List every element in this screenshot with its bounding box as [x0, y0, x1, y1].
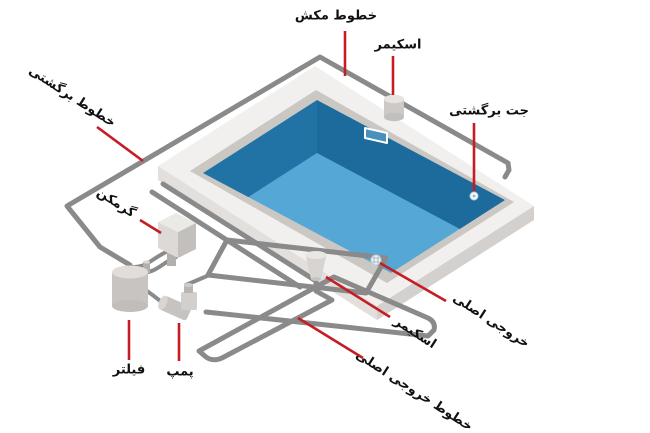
- skimmer-base: [384, 112, 404, 122]
- skimmer-body: [384, 99, 404, 117]
- heater-top: [158, 213, 196, 232]
- filter-top: [112, 265, 148, 279]
- heater-unit: [158, 213, 196, 266]
- return-jet-fitting: [469, 191, 479, 201]
- label-filter: فیلتر: [112, 362, 146, 378]
- heater-side: [178, 223, 196, 258]
- leader-main-outlet-lines: [297, 316, 364, 360]
- filter-bottom: [112, 300, 148, 312]
- leader-skimmer-bottom: [325, 275, 391, 319]
- heater-front: [158, 222, 178, 258]
- main-outlet-zigzag-pipe: [196, 274, 437, 363]
- funnel-outlet: [311, 277, 321, 281]
- main-drain-fitting: [370, 254, 382, 266]
- underdeck-pipe-1: [160, 181, 319, 284]
- pipes: [64, 54, 512, 363]
- skimmer-funnel-bottom: [305, 251, 327, 281]
- heater-connector: [167, 252, 176, 266]
- return-line-pipe: [64, 54, 512, 268]
- leader-heater: [139, 218, 162, 235]
- pump-motor-cap: [158, 295, 168, 310]
- filter-tank: [112, 260, 150, 312]
- pump-unit: [158, 283, 197, 321]
- label-suction-lines: خطوط مکش: [294, 8, 378, 24]
- label-pump: پمپ: [166, 364, 194, 380]
- pool-wall-northeast: [317, 100, 505, 253]
- pump-flange: [184, 285, 193, 293]
- leader-lines: [96, 31, 476, 361]
- pump-motor: [159, 296, 192, 321]
- funnel-body: [305, 255, 327, 279]
- leader-main-outlet: [379, 261, 447, 303]
- skimmer-housing-top: [384, 94, 404, 122]
- funnel-mouth: [305, 251, 327, 259]
- label-return-jet: جت برگشتی: [449, 103, 529, 119]
- deck-side-southeast: [377, 206, 534, 320]
- skimmer-lid: [384, 94, 404, 104]
- filter-valve: [143, 262, 150, 273]
- leader-return-lines: [96, 125, 144, 163]
- label-skimmer-top: اسکیمر: [374, 37, 422, 53]
- pump-head: [181, 292, 197, 310]
- skimmer-wall-opening: [364, 127, 388, 144]
